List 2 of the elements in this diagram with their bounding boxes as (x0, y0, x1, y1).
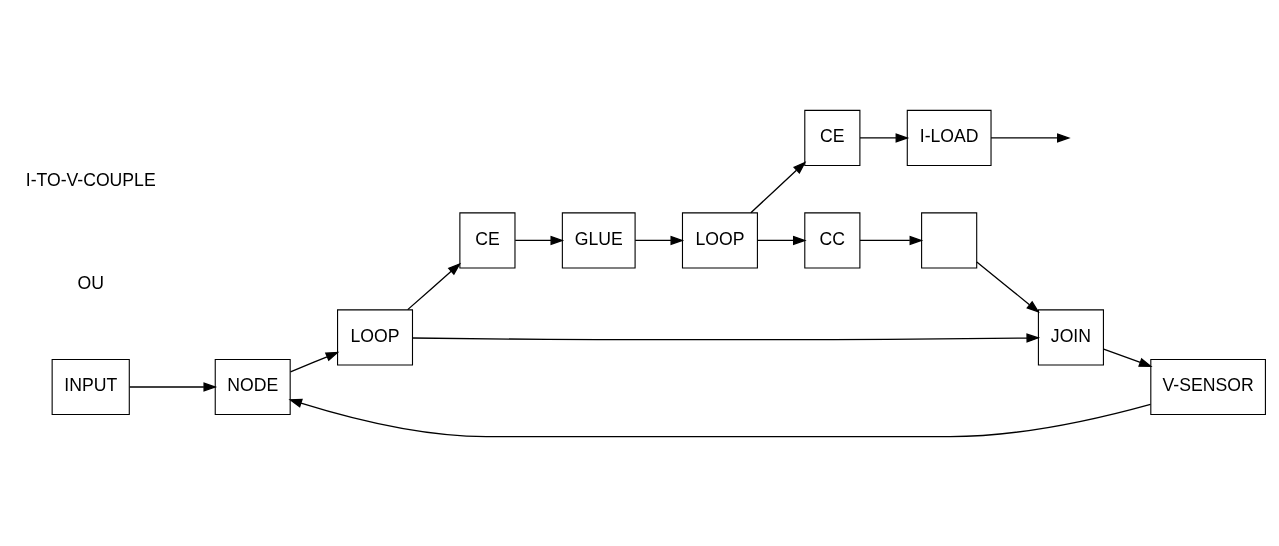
label: I-TO-V-COUPLE (25, 169, 156, 190)
label: OU (77, 272, 104, 293)
